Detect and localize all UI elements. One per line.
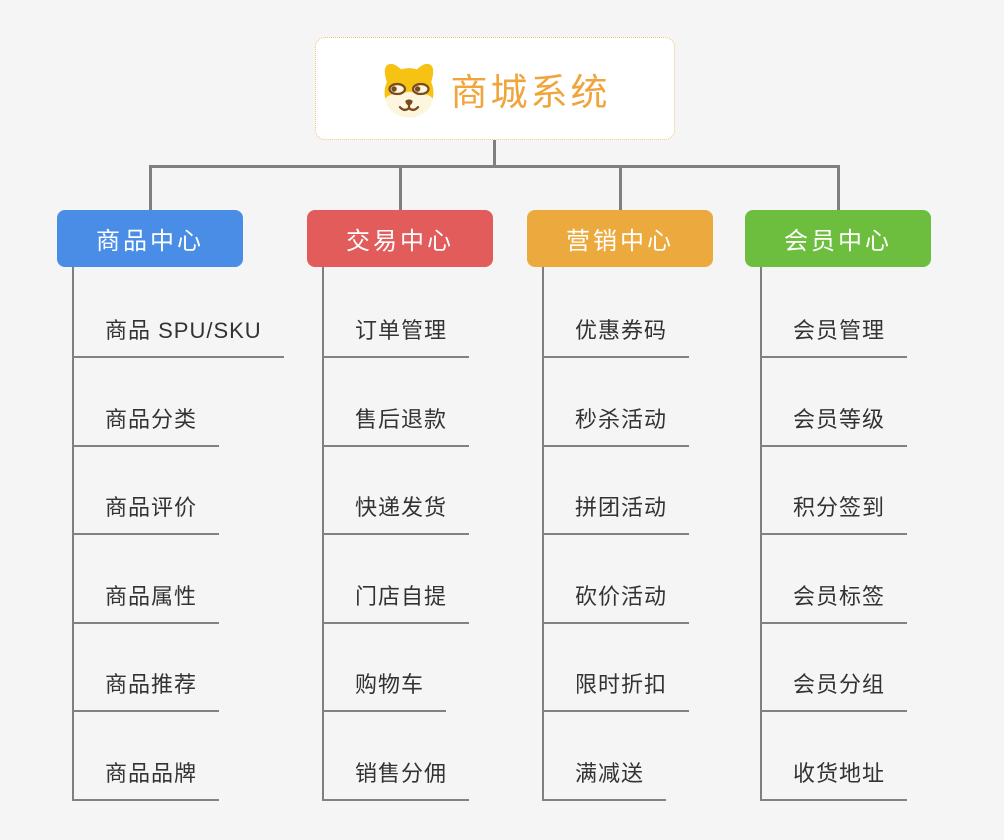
branch-node-1[interactable]: 商品中心 [57,210,243,267]
connector-branch-drop [398,165,402,211]
leaf-node[interactable]: 拼团活动 [542,492,690,535]
connector-horizontal [149,165,840,168]
branch-node-4[interactable]: 会员中心 [745,210,931,267]
root-title: 商城系统 [450,71,611,113]
connector-root-stub [493,140,496,167]
leaf-node[interactable]: 限时折扣 [542,669,690,712]
leaf-node[interactable]: 快递发货 [322,492,470,535]
leaf-node[interactable]: 优惠券码 [542,315,690,358]
leaf-node[interactable]: 砍价活动 [542,581,690,624]
leaf-node[interactable]: 积分签到 [760,492,908,535]
leaf-node[interactable]: 订单管理 [322,315,470,358]
leaf-node[interactable]: 商品推荐 [72,669,220,712]
leaf-node[interactable]: 秒杀活动 [542,404,690,447]
branch-node-2[interactable]: 交易中心 [307,210,493,267]
connector-branch-drop [836,165,840,211]
leaf-node[interactable]: 商品评价 [72,492,220,535]
leaf-node[interactable]: 商品 SPU/SKU [72,315,284,358]
leaf-node[interactable]: 会员标签 [760,581,908,624]
leaf-node[interactable]: 收货地址 [760,758,908,801]
leaf-node[interactable]: 商品分类 [72,404,220,447]
dog-face-icon [380,60,438,118]
leaf-node[interactable]: 会员等级 [760,404,908,447]
leaf-node[interactable]: 售后退款 [322,404,470,447]
connector-branch-drop [618,165,622,211]
root-node[interactable]: 商城系统 [315,37,675,140]
leaf-node[interactable]: 商品品牌 [72,758,220,801]
leaf-node[interactable]: 门店自提 [322,581,470,624]
leaf-node[interactable]: 销售分佣 [322,758,470,801]
branch-node-3[interactable]: 营销中心 [527,210,713,267]
leaf-node[interactable]: 会员分组 [760,669,908,712]
leaf-node[interactable]: 购物车 [322,669,447,712]
connector-branch-drop [148,165,152,211]
leaf-node[interactable]: 满减送 [542,758,667,801]
leaf-node[interactable]: 会员管理 [760,315,908,358]
leaf-node[interactable]: 商品属性 [72,581,220,624]
